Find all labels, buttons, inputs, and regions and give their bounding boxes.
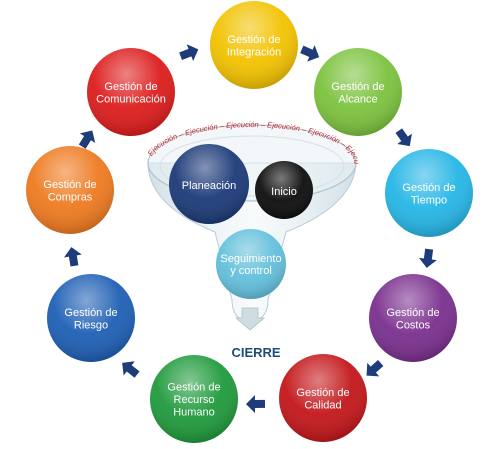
- node-label-tiempo-line1: Gestión de: [402, 182, 455, 194]
- node-label-integracion-line2: Integración: [227, 46, 281, 58]
- arrow-icon-compras: [78, 130, 96, 149]
- node-label-costos-line1: Gestión de: [386, 307, 439, 319]
- node-label-riesgo-line1: Gestión de: [64, 307, 117, 319]
- node-gloss-integracion: [210, 1, 298, 89]
- node-label-compras-line1: Gestión de: [43, 179, 96, 191]
- node-label-riesgo-line2: Riesgo: [74, 319, 108, 331]
- node-label-alcance-line2: Alcance: [338, 93, 377, 105]
- node-gloss-comunicacion: [87, 48, 175, 136]
- seguimiento-gloss: [216, 229, 286, 299]
- funnel-rim-inner: [159, 135, 345, 197]
- node-label-comunicacion-line2: Comunicación: [96, 93, 166, 105]
- planeacion-node: Planeación: [169, 144, 249, 224]
- funnel-outlet-arrow: [234, 307, 266, 331]
- arrow-icon-riesgo: [63, 247, 82, 267]
- seguimiento-label-line1: Seguimiento: [220, 253, 281, 265]
- node-label-alcance-line1: Gestión de: [331, 81, 384, 93]
- planeacion-label: Planeación: [182, 180, 236, 192]
- arrow-icon-alcance: [395, 128, 412, 147]
- node-label-recurso-humano-line3: Humano: [173, 407, 215, 419]
- arrow-icon-comunicacion: [179, 44, 199, 62]
- node-gloss-tiempo: [385, 149, 473, 237]
- seguimiento-node: Seguimiento y control: [216, 229, 286, 299]
- arrow-icon-costos: [366, 360, 384, 377]
- node-label-integracion-line1: Gestión de: [227, 34, 280, 46]
- cycle-arrows: [63, 44, 437, 414]
- node-label-calidad-line2: Calidad: [304, 399, 341, 411]
- node-gloss-costos: [369, 274, 457, 362]
- node-label-calidad-line1: Gestión de: [296, 387, 349, 399]
- node-label-recurso-humano-line2: Recurso: [174, 394, 215, 406]
- inicio-label: Inicio: [271, 186, 297, 198]
- arrow-icon-recurso-humano: [122, 361, 140, 378]
- inicio-gloss: [255, 161, 313, 219]
- node-label-comunicacion-line1: Gestión de: [104, 81, 157, 93]
- arrow-icon-tiempo: [418, 248, 437, 268]
- inicio-node: Inicio: [255, 161, 313, 219]
- node-gloss-compras: [26, 146, 114, 234]
- node-gloss-recurso-humano: [150, 355, 238, 443]
- node-gloss-alcance: [314, 48, 402, 136]
- node-gloss-calidad: [279, 354, 367, 442]
- node-label-recurso-humano-line1: Gestión de: [167, 382, 220, 394]
- node-gloss-riesgo: [47, 274, 135, 362]
- planeacion-gloss: [169, 144, 249, 224]
- cierre-label: CIERRE: [231, 345, 280, 360]
- node-label-compras-line2: Compras: [48, 191, 93, 203]
- node-label-tiempo-line2: Tiempo: [411, 194, 447, 206]
- node-label-costos-line2: Costos: [396, 319, 431, 331]
- arrow-icon-integracion: [300, 45, 320, 62]
- seguimiento-label-line2: y control: [230, 265, 272, 277]
- arrow-icon-calidad: [246, 395, 266, 414]
